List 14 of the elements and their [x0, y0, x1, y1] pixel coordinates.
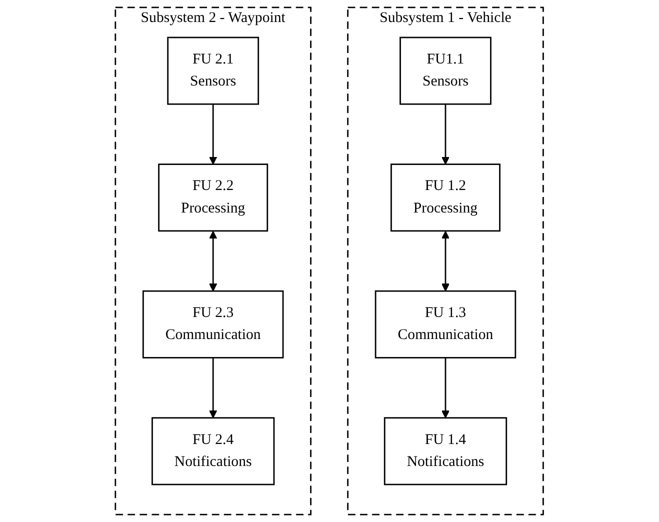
node-box: FU 2.4 Notifications [152, 417, 275, 486]
arrow [209, 358, 218, 418]
node-box: FU 1.4 Notifications [384, 417, 508, 486]
node-box: FU 2.2 Processing [158, 164, 268, 232]
arrow [209, 230, 218, 292]
node-box: FU 1.2 Processing [390, 164, 501, 232]
node-box: FU1.1 Sensors [400, 36, 492, 105]
arrow [209, 104, 218, 165]
arrow [442, 230, 450, 292]
node-box: FU 1.3 Communication [375, 290, 516, 358]
arrow [442, 358, 450, 418]
node-box: FU 2.1 Sensors [167, 36, 260, 105]
node-box: FU 2.3 Communication [142, 290, 284, 358]
arrow [442, 104, 450, 165]
